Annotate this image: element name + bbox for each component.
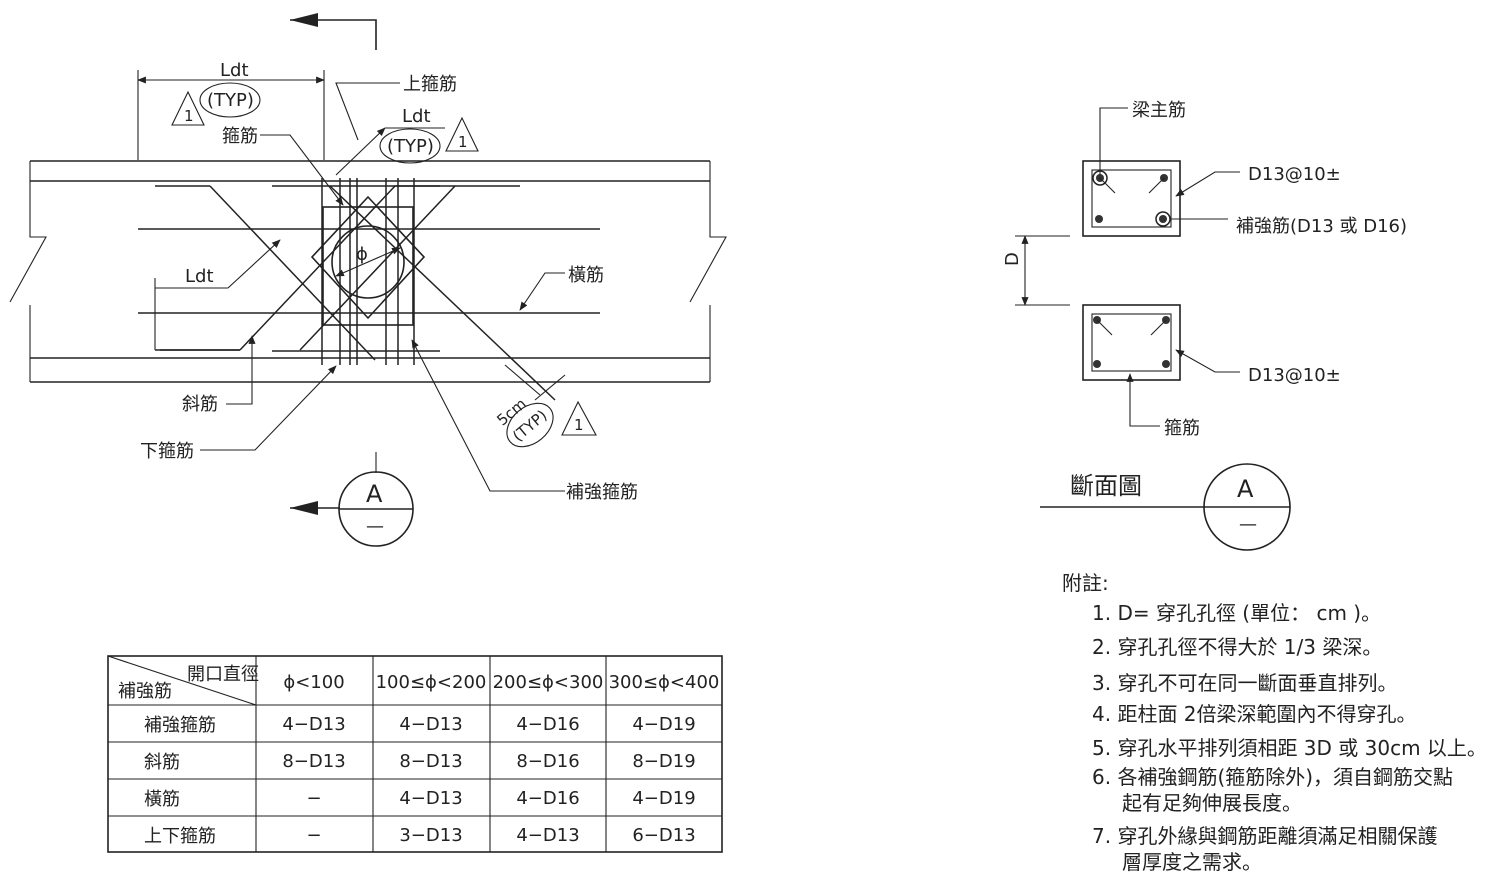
- note-item: 4. 距柱面 2倍梁深範圍內不得穿孔。: [1092, 702, 1417, 726]
- note-item: 7. 穿孔外緣與鋼筋距離須滿足相關保護: [1092, 824, 1437, 848]
- table-cell: 4−D13: [399, 714, 462, 735]
- label-main-bar: 梁主筋: [1132, 100, 1186, 121]
- diagonal-bar-1: [209, 185, 376, 361]
- break-line-right: [689, 161, 727, 303]
- revision-triangle-3: [561, 400, 597, 436]
- phi-label: ϕ: [356, 244, 368, 265]
- typ-cloud-1: [199, 82, 261, 118]
- section-marker-letter: A: [366, 480, 383, 508]
- note-item-continued: 起有足夠伸展長度。: [1122, 791, 1302, 815]
- table-cell: 4−D19: [632, 714, 695, 735]
- label-reinforcing-stirrup: 補強箍筋: [566, 482, 638, 503]
- note-item: 1. D= 穿孔孔徑 (單位： cm )。: [1092, 601, 1381, 625]
- ldt-label-2: Ldt: [402, 106, 431, 127]
- opening-circle: [331, 225, 405, 299]
- label-lower-stirrup: 下箍筋: [140, 441, 194, 462]
- table-cell: 8−D16: [516, 751, 579, 772]
- revision-mark-2: 1: [458, 133, 468, 151]
- section-cut-arrow-top: [290, 13, 318, 27]
- ldt-dimension-left: [227, 239, 281, 289]
- cross-section: D 梁主筋 D13@10± 補強筋(D13 或 D16) D13@10± 箍筋 …: [1002, 100, 1407, 551]
- section-title: 斷面圖: [1070, 472, 1142, 500]
- typ-label-2: (TYP): [387, 136, 434, 157]
- revision-mark-1: 1: [184, 107, 194, 125]
- diameter-dimension: [335, 247, 401, 277]
- table-cell: 6−D13: [632, 825, 695, 846]
- d-dimension-label: D: [1002, 252, 1023, 266]
- table-cell: 4−D13: [399, 788, 462, 809]
- typ-cloud-3: [506, 402, 554, 448]
- note-item-continued: 層厚度之需求。: [1122, 850, 1262, 874]
- table-corner-bottom: 補強筋: [118, 681, 172, 702]
- revision-triangle-2: [445, 116, 479, 152]
- typ-cloud-2: [379, 128, 441, 164]
- label-horizontal-bar: 橫筋: [568, 265, 604, 286]
- notes: 附註: 1. D= 穿孔孔徑 (單位： cm )。 2. 穿孔孔徑不得大於 1/…: [1062, 571, 1487, 874]
- ldt-label-left: Ldt: [185, 266, 214, 287]
- notes-heading: 附註:: [1062, 571, 1109, 595]
- table-row-label: 補強箍筋: [144, 715, 216, 736]
- note-item: 3. 穿孔不可在同一斷面垂直排列。: [1092, 671, 1397, 695]
- label-diagonal-bar: 斜筋: [182, 394, 218, 415]
- table-cell: 4−D13: [516, 825, 579, 846]
- table-cell: 8−D13: [399, 751, 462, 772]
- note-item: 2. 穿孔孔徑不得大於 1/3 梁深。: [1092, 635, 1382, 659]
- revision-triangle-1: [171, 90, 205, 126]
- label-stirrup: 箍筋: [222, 126, 258, 147]
- table-cell: 4−D13: [282, 714, 345, 735]
- revision-mark-3: 1: [574, 416, 584, 434]
- section-cut-line-top: [290, 19, 377, 50]
- table-col-header: 300≤ϕ<400: [609, 672, 720, 693]
- table-corner-diagonal: [107, 655, 257, 706]
- typ-label-1: (TYP): [207, 90, 254, 111]
- table-corner-top: 開口直徑: [187, 664, 259, 685]
- table-row-label: 斜筋: [144, 752, 180, 773]
- table-col-header: ϕ<100: [283, 672, 344, 693]
- reinforcing-stirrups: [321, 178, 415, 365]
- label-reinforcing-bar: 補強筋(D13 或 D16): [1236, 216, 1407, 237]
- table-col-header: 200≤ϕ<300: [493, 672, 604, 693]
- table-cell: 8−D19: [632, 751, 695, 772]
- table-cell: −: [306, 788, 321, 809]
- diagonal-bar-3: [329, 185, 556, 401]
- table-cell: 8−D13: [282, 751, 345, 772]
- section-top-block: [1082, 160, 1181, 237]
- beam-elevation: ϕ Ldt (TYP) 1 Ldt (TYP) 1 Ldt 5cm (TYP) …: [9, 13, 727, 547]
- label-upper-stirrup: 上箍筋: [403, 74, 457, 95]
- label-spec-bottom: D13@10±: [1248, 365, 1341, 386]
- ldt-label-top: Ldt: [220, 60, 249, 81]
- table-row-label: 上下箍筋: [144, 826, 216, 847]
- section-marker-right-letter: A: [1237, 475, 1254, 503]
- table-cell: −: [306, 825, 321, 846]
- diagonal-bar-2: [239, 185, 520, 351]
- table-cell: 4−D16: [516, 714, 579, 735]
- section-marker-right-sheet: —: [1239, 514, 1257, 535]
- note-item: 5. 穿孔水平排列須相距 3D 或 30cm 以上。: [1092, 736, 1487, 760]
- note-item: 6. 各補強鋼筋(箍筋除外)，須自鋼筋交點: [1092, 765, 1453, 789]
- reinforcement-table: 開口直徑 補強筋 ϕ<100 100≤ϕ<200 200≤ϕ<300 300≤ϕ…: [107, 655, 723, 853]
- opening-diamond: [310, 195, 426, 320]
- table-col-header: 100≤ϕ<200: [376, 672, 487, 693]
- opening-box: [322, 206, 414, 326]
- table-row-label: 橫筋: [144, 789, 180, 810]
- table-cell: 4−D16: [516, 788, 579, 809]
- table-border: [107, 655, 723, 853]
- table-cell: 3−D13: [399, 825, 462, 846]
- label-spec-top: D13@10±: [1248, 164, 1341, 185]
- table-cell: 4−D19: [632, 788, 695, 809]
- label-section-stirrup: 箍筋: [1164, 418, 1200, 439]
- section-marker-sheet: —: [366, 516, 384, 537]
- break-line-left: [9, 161, 47, 303]
